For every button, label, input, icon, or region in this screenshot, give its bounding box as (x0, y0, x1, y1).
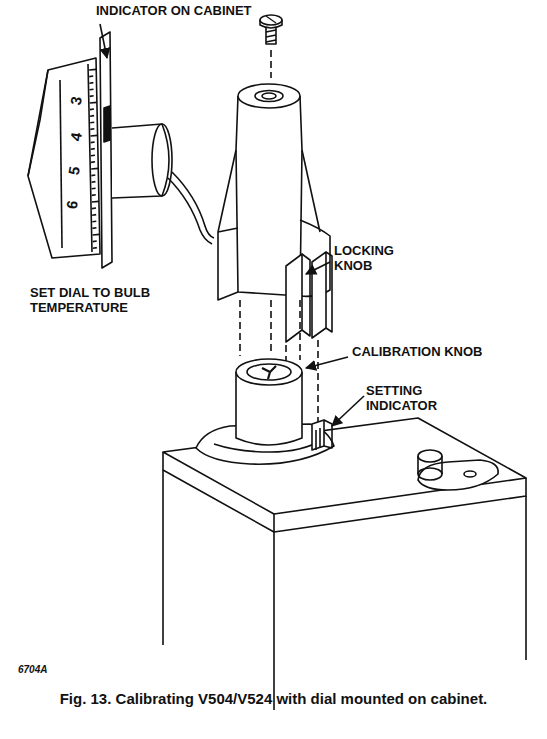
callout-label: SETTING INDICATOR (366, 384, 466, 414)
dial-number: 3 (66, 89, 86, 112)
calibration-knob (196, 359, 334, 464)
dial-number: 6 (62, 193, 82, 216)
cabinet-indicator (104, 106, 110, 142)
dial-band (60, 80, 62, 248)
capillary-tube (168, 178, 212, 244)
figure-caption: Fig. 13. Calibrating V504/V524 with dial… (30, 690, 517, 709)
dial-housing (112, 124, 169, 198)
leader-line (306, 357, 348, 368)
leader-line (306, 262, 330, 274)
figure-number: 6704A (18, 664, 78, 676)
cabinet (163, 418, 526, 710)
dial-knob (28, 58, 100, 258)
callout-label: CALIBRATION KNOB (352, 345, 532, 360)
callout-label: INDICATOR ON CABINET (96, 4, 336, 19)
dial-number: 5 (64, 159, 84, 182)
leader-line (332, 396, 364, 426)
leader-line (100, 24, 107, 58)
cabinet-fitting (418, 450, 498, 490)
cabinet-plate (100, 32, 112, 268)
screw (260, 15, 282, 44)
dial-band (88, 64, 92, 252)
dial-number: 4 (66, 125, 86, 148)
instruction-label: SET DIAL TO BULB TEMPERATURE (30, 286, 205, 316)
callout-label: LOCKING KNOB (334, 244, 414, 274)
locking-knob (218, 84, 332, 342)
setting-indicator (312, 420, 332, 450)
dial-ticks (89, 69, 99, 248)
